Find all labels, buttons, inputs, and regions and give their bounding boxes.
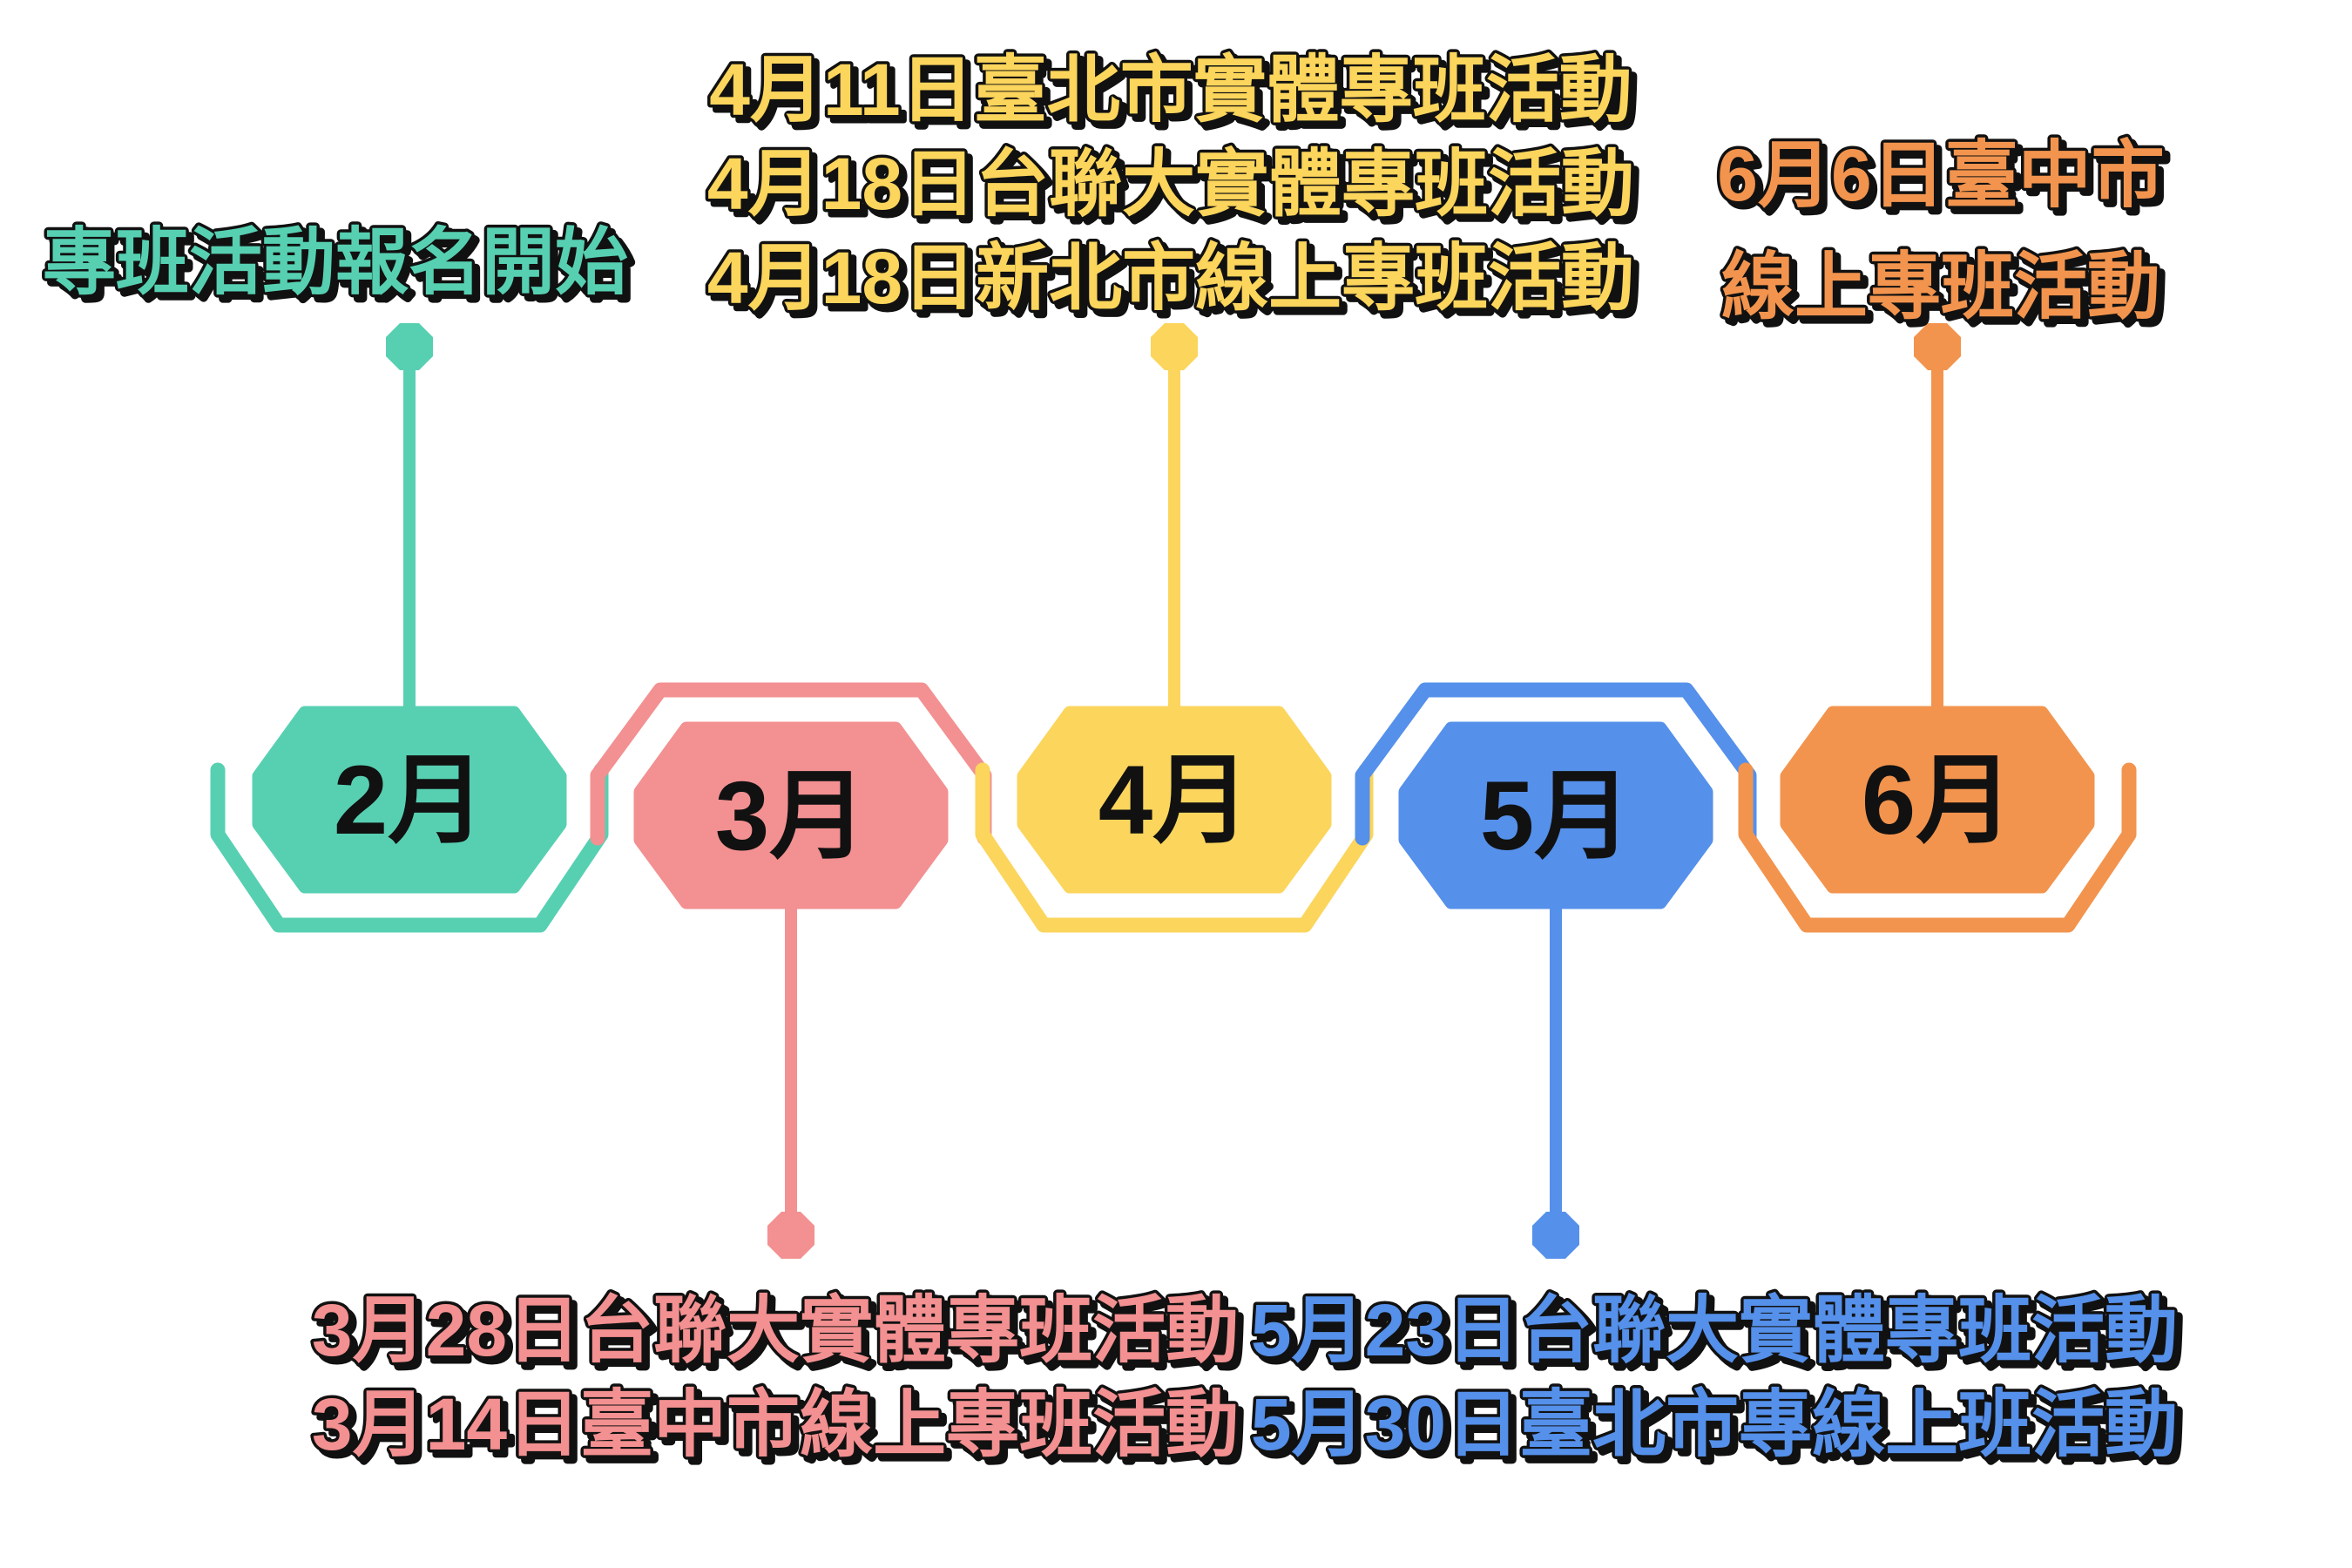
event-line-feb-1: 專班活動報名開始 [43,221,628,303]
event-line-mar-1: 3月28日台聯大實體專班活動 [312,1289,1239,1371]
month-label-june: 6月 [1862,746,2013,855]
event-line-apr-1: 4月11日臺北市實體專班活動 [709,49,1632,131]
event-line-apr-2: 4月18日台聯大實體專班活動 [707,143,1634,225]
events-april: 4月11日臺北市實體專班活動 4月18日台聯大實體專班活動 4月18日新北市線上… [704,46,1637,322]
month-group-march: 3月 [598,690,984,1259]
event-line-apr-3: 4月18日新北市線上專班活動 [707,237,1634,319]
timeline-node-march [767,1212,814,1259]
events-march: 3月28日台聯大實體專班活動 3月14日臺中市線上專班活動 [308,1287,1241,1469]
timeline-node-june [1914,323,1961,370]
timeline-node-may [1532,1212,1579,1259]
month-label-may: 5月 [1480,761,1632,870]
timeline-node-april [1151,323,1198,370]
event-line-jun-1: 6月6日臺中市 [1717,134,2164,216]
event-line-jun-2: 線上專班活動 [1721,246,2160,328]
month-label-february: 2月 [334,746,485,855]
events-february: 專班活動報名開始 [39,219,631,307]
month-label-march: 3月 [715,761,867,870]
month-group-april: 4月 [983,323,1366,925]
event-line-may-2: 5月30日臺北市專線上班活動 [1251,1383,2178,1465]
events-may: 5月23日台聯大實體專班活動 5月30日臺北市專線上班活動 [1247,1287,2180,1469]
month-group-february: 2月 [218,323,601,925]
timeline-node-february [386,323,433,370]
month-label-april: 4月 [1098,746,1250,855]
month-group-june: 6月 [1746,323,2129,925]
event-line-may-1: 5月23日台聯大實體專班活動 [1251,1289,2178,1371]
event-line-mar-2: 3月14日臺中市線上專班活動 [312,1383,1239,1465]
month-group-may: 5月 [1362,690,1749,1259]
events-june: 6月6日臺中市 線上專班活動 [1714,132,2167,331]
